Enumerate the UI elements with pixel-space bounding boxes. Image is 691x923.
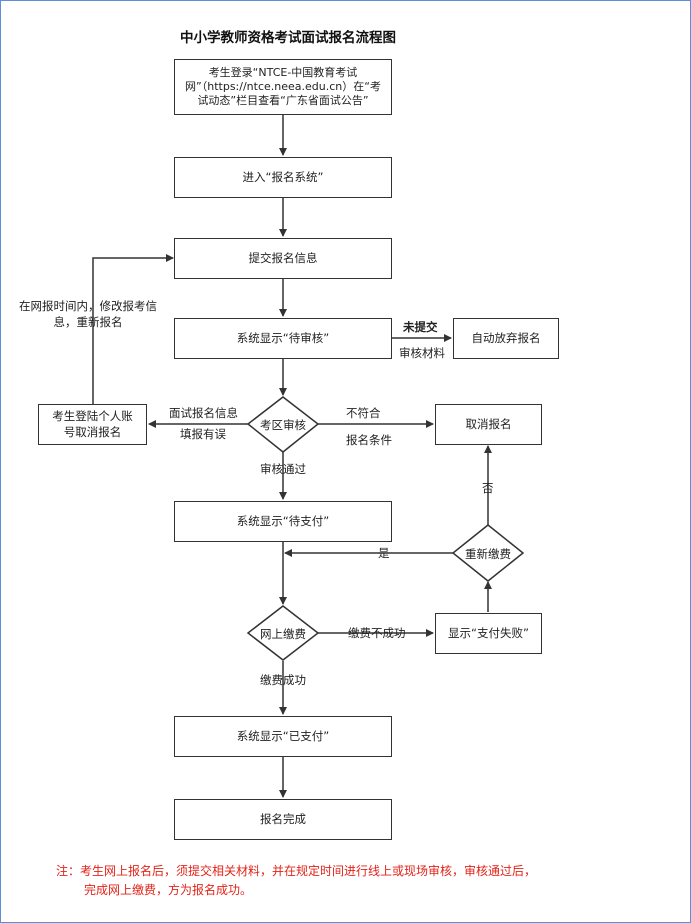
pending-review-box: 系统显示“待审核” <box>174 318 392 359</box>
paid-box: 系统显示“已支付” <box>174 716 392 757</box>
arrow-loop-to-submit <box>92 254 174 404</box>
submit-info-box: 提交报名信息 <box>174 238 392 279</box>
not-meet-line2-label: 报名条件 <box>346 433 392 447</box>
district-review-label: 考区审核 <box>260 418 306 432</box>
review-passed-label: 审核通过 <box>260 462 306 476</box>
diagram-title: 中小学教师资格考试面试报名流程图 <box>180 30 396 46</box>
payment-successful-label: 缴费成功 <box>260 673 306 687</box>
info-error-line2-label: 填报有误 <box>180 427 226 441</box>
login-box: 考生登录“NTCE-中国教育考试网”（https://ntce.neea.edu… <box>174 59 392 115</box>
pending-payment-box: 系统显示“待支付” <box>174 501 392 542</box>
payment-failed-box: 显示“支付失败” <box>435 613 542 654</box>
repay-diamond <box>451 524 525 582</box>
yes-label: 是 <box>378 546 390 560</box>
cancel-personal-box: 考生登陆个人账号取消报名 <box>38 404 147 445</box>
payment-unsuccessful-label: 缴费不成功 <box>348 626 406 640</box>
footnote-line1: 注：考生网上报名后，须提交相关材料，并在规定时间进行线上或现场审核，审核通过后， <box>56 864 537 878</box>
modify-within-time-label: 在网报时间内，修改报考信息，重新报名 <box>19 299 157 330</box>
online-payment-label: 网上缴费 <box>260 627 306 641</box>
info-error-label: 面试报名信息 <box>169 406 238 420</box>
online-payment-diamond <box>246 605 320 661</box>
footnote-line2: 完成网上缴费，方为报名成功。 <box>84 883 253 898</box>
auto-abandon-box: 自动放弃报名 <box>453 318 559 359</box>
district-review-diamond <box>246 396 320 453</box>
cancel-registration-box: 取消报名 <box>435 404 542 445</box>
complete-box: 报名完成 <box>174 799 392 840</box>
footnote: 注：考生网上报名后，须提交相关材料，并在规定时间进行线上或现场审核，审核通过后，… <box>56 862 646 900</box>
enter-system-box: 进入“报名系统” <box>174 157 392 198</box>
not-submit-label: 未提交 <box>403 320 438 334</box>
not-submit-materials-label: 审核材料 <box>399 346 445 360</box>
repay-label: 重新缴费 <box>465 547 511 561</box>
not-meet-label: 不符合 <box>346 406 381 420</box>
no-label: 否 <box>482 481 494 495</box>
